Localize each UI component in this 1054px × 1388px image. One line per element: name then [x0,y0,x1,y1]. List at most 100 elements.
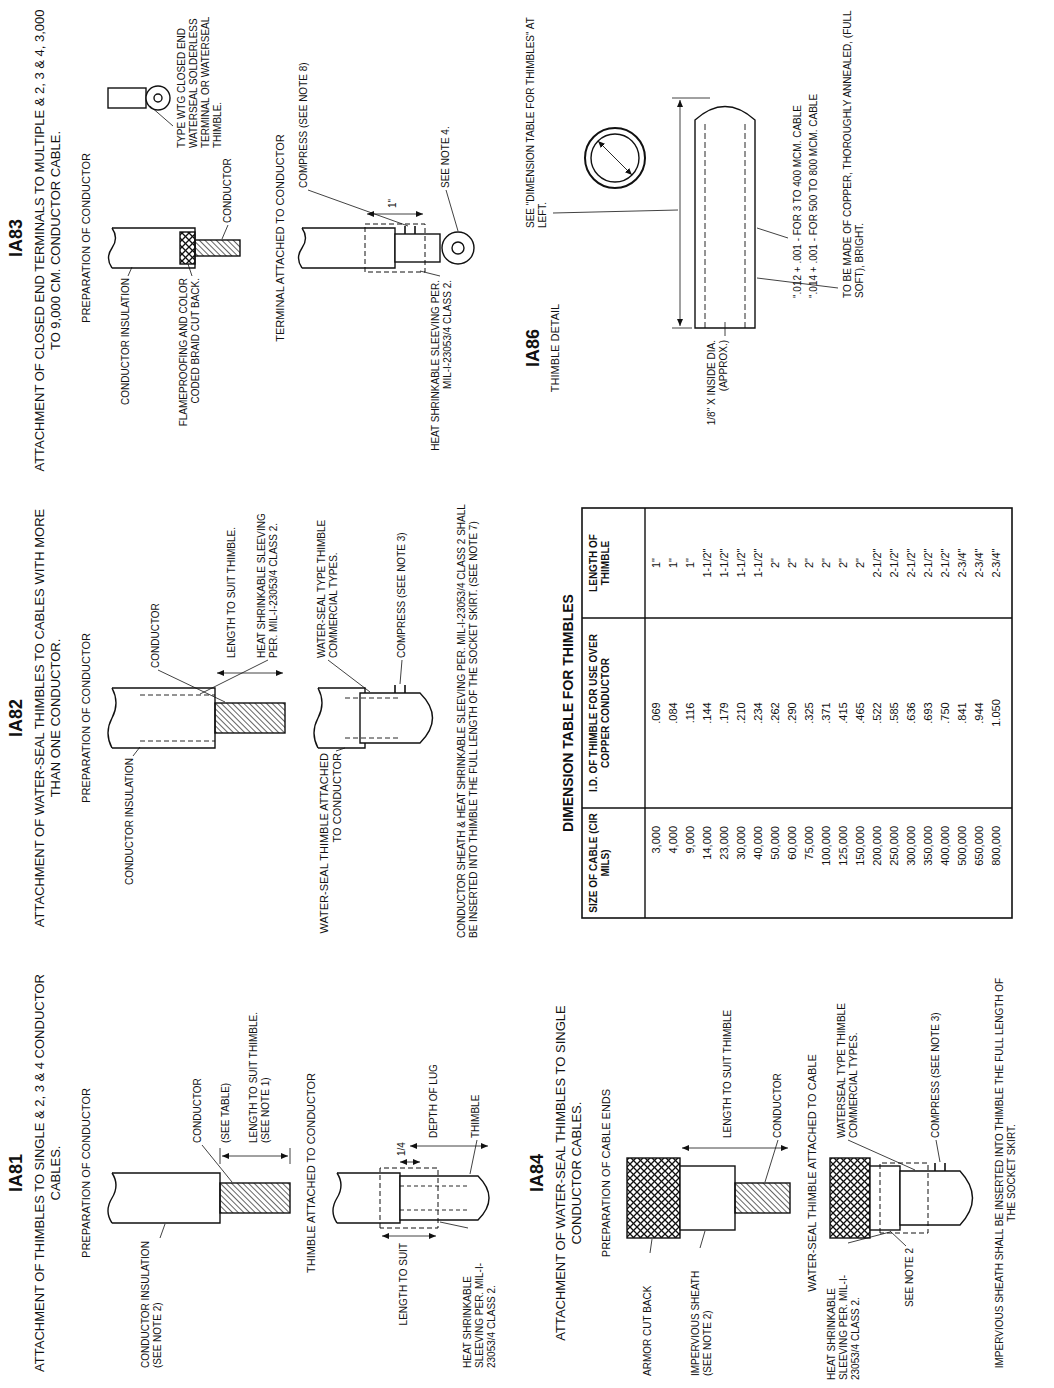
table-cell: .522 [871,622,884,804]
callout-label: CONDUCTOR [192,1023,204,1143]
table-cell: .069 [650,622,663,804]
table-header: LENGTH OF THIMBLE [588,512,612,614]
table-cell: 2" [769,512,782,614]
table-cell: .234 [752,622,765,804]
callout-label: HEAT SHRINKABLE SLEEVING PER. MIL-I-2305… [430,280,454,468]
cable-drawing [627,1140,790,1253]
dimension-label: LENGTH TO SUIT THIMBLE [722,978,734,1138]
table-cell: 500,000 [956,826,969,914]
view-heading: WATER-SEAL THIMBLE ATTACHED TO CONDUCTOR [318,753,344,938]
view-heading: THIMBLE DETAIL [549,278,562,418]
callout-label: HEAT SHRINKABLE SLEEVING PER. MIL-I-2305… [256,498,280,658]
callout-label: COMPRESS (SEE NOTE 3) [396,498,408,658]
table-cell: .465 [854,622,867,804]
table-header: SIZE OF CABLE (CIR MILS) [588,812,612,914]
table-cell: 300,000 [905,826,918,914]
table-cell: 650,000 [973,826,986,914]
section-number: IA82 [6,618,28,818]
table-cell: 2-1/2" [922,512,935,614]
table-cell: .841 [956,622,969,804]
table-cell: 50,000 [769,826,782,914]
table-cell: 2" [820,512,833,614]
table-title: DIMENSION TABLE FOR THIMBLES [560,508,577,918]
table-cell: 2-1/2" [905,512,918,614]
dimension-label: LENGTH TO SUIT THIMBLE. (SEE NOTE 1) [248,993,272,1143]
thimble-drawing [314,660,433,751]
callout-label: COMPRESS (SEE NOTE 3) [930,978,942,1138]
table-cell: 30,000 [735,826,748,914]
callout-label: IMPERVIOUS SHEATH (SEE NOTE 2) [690,1248,714,1376]
cable-drawing [108,660,285,756]
view-heading: THIMBLE ATTACHED TO CONDUCTOR [305,1023,318,1323]
callout-label: SEE NOTE 4. [440,88,452,188]
callout-label: CONDUCTOR INSULATION (SEE NOTE 2) [140,1240,164,1368]
table-cell: 2-3/4" [973,512,986,614]
table-cell: 200,000 [871,826,884,914]
dimension-label: 1" [387,178,399,208]
callout-label: THIMBLE [470,1038,482,1138]
callout-label: HEAT SHRINKABLE SLEEVING PER. MIL-I-2305… [462,1228,498,1368]
callout-label: WATERSEAL TYPE THIMBLE COMMERCIAL TYPES. [836,968,860,1138]
view-heading: PREPARATION OF CABLE ENDS [600,1023,613,1323]
table-cell: 75,000 [803,826,816,914]
table-cell: 400,000 [939,826,952,914]
table-cell: 4,000 [667,826,680,914]
thimble-drawing [333,1140,489,1236]
section-title: ATTACHMENT OF THIMBLES TO SINGLE & 2, 3 … [32,973,63,1373]
table-cell: .371 [820,622,833,804]
table-cell: 800,000 [990,826,1003,914]
table-cell: .415 [837,622,850,804]
callout-label: FLAMEPROOFING AND COLOR CODED BRAID CUT … [178,278,202,463]
table-cell: .116 [684,622,697,804]
table-cell: 2-3/4" [990,512,1003,614]
table-cell: 1-1/2" [718,512,731,614]
table-cell: 2-1/2" [871,512,884,614]
table-cell: 1" [684,512,697,614]
dimension-label: ".014 + .001 - FOR 500 TO 800 MCM. CABLE [808,6,820,298]
dimension-label: LENGTH TO SUIT [398,1243,410,1333]
callout-label: SEE "DIMENSION TABLE FOR THIMBLES" AT LE… [525,13,549,228]
thimble-drawing [830,1140,973,1246]
section-title: ATTACHMENT OF WATER-SEAL THIMBLES TO SIN… [553,973,584,1373]
callout-label: COMPRESS (SEE NOTE 8) [298,28,310,188]
table-cell: 2-1/2" [939,512,952,614]
table-cell: .210 [735,622,748,804]
dimension-label: ".012 + .001 - FOR 3 TO 400 MCM. CABLE [792,6,804,298]
table-cell: .750 [939,622,952,804]
dimension-label: DEPTH OF LUG [428,1058,440,1138]
note-text: TO BE MADE OF COPPER, THOROUGHLY ANNEALE… [842,6,866,298]
table-header: I.D. OF THIMBLE FOR USE OVER COPPER COND… [588,622,612,804]
view-heading: PREPARATION OF CONDUCTOR [80,88,93,388]
table-grid [582,508,1012,918]
dimension-label: 1/8" X INSIDE DIA. (APPROX.) [706,340,730,440]
view-heading: PREPARATION OF CONDUCTOR [80,1023,93,1323]
table-cell: 1-1/2" [735,512,748,614]
table-cell: .693 [922,622,935,804]
dimension-label: LENGTH TO SUIT THIMBLE. [226,498,238,658]
table-cell: 60,000 [786,826,799,914]
table-cell: 3,000 [650,826,663,914]
section-title: ATTACHMENT OF CLOSED END TERMINALS TO MU… [32,8,63,473]
table-cell: 1.050 [990,622,1003,804]
table-cell: .944 [973,622,986,804]
section-number: IA86 [523,278,545,418]
callout-label: CONDUCTOR INSULATION [120,278,132,443]
table-cell: 125,000 [837,826,850,914]
callout-label: CONDUCTOR [772,1038,784,1138]
table-cell: .262 [769,622,782,804]
table-cell: 250,000 [888,826,901,914]
dimension-label: 1/4 [396,1116,408,1156]
callout-label: ARMOR CUT BACK [642,1254,654,1376]
table-cell: 100,000 [820,826,833,914]
callout-label: HEAT SHRINKABLE SLEEVING PER. MIL-I-2305… [826,1244,862,1380]
table-cell: 1-1/2" [752,512,765,614]
table-cell: 1" [650,512,663,614]
table-cell: .144 [701,622,714,804]
table-cell: 2" [837,512,850,614]
callout-label: CONDUCTOR [150,548,162,668]
table-cell: .325 [803,622,816,804]
table-cell: 14,000 [701,826,714,914]
table-cell: 2" [803,512,816,614]
callout-label: CONDUCTOR [222,143,234,223]
